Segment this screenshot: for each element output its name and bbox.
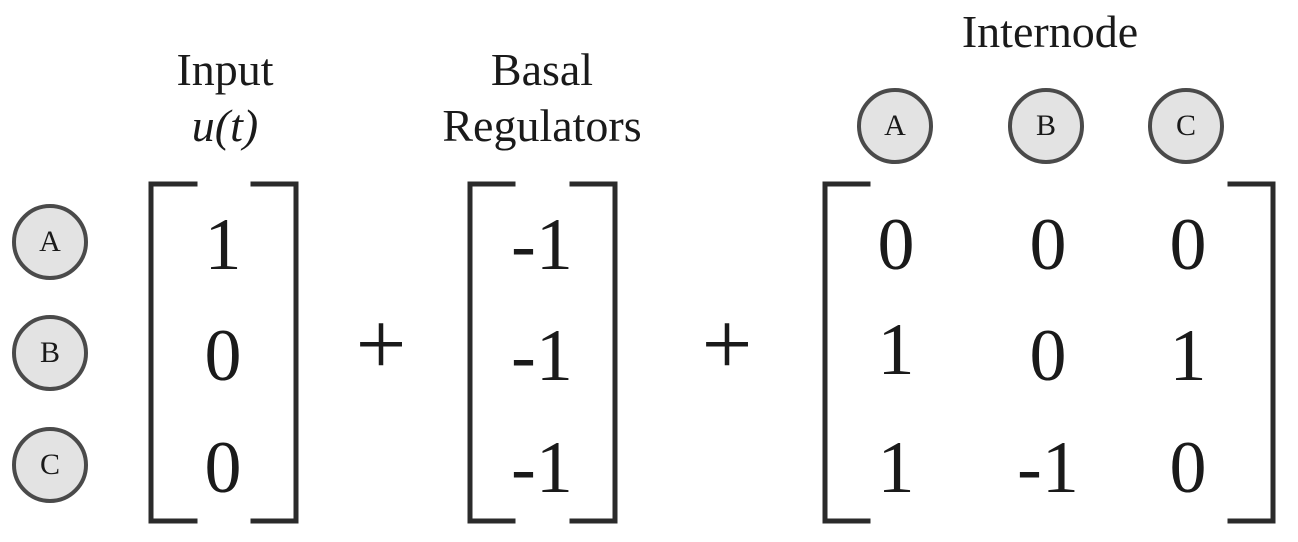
basal-cell-row-b: -1 bbox=[511, 315, 573, 397]
internode-cell-b-b: 0 bbox=[1029, 315, 1067, 397]
row-node-c-label: C bbox=[39, 448, 60, 481]
internode-cell-a-b: 0 bbox=[1029, 204, 1067, 286]
internode-cell-a-a: 0 bbox=[877, 204, 915, 286]
input-subtitle: u(t) bbox=[191, 100, 259, 151]
plus-operator-1: + bbox=[355, 295, 407, 394]
column-node-b: B bbox=[1008, 88, 1084, 164]
input-cell-row-b: 0 bbox=[204, 315, 242, 397]
column-node-c: C bbox=[1148, 88, 1224, 164]
basal-regulators-header: Basal Regulators bbox=[412, 42, 672, 154]
basal-right-bracket bbox=[569, 181, 618, 524]
input-cell-row-c: 0 bbox=[204, 427, 242, 509]
input-title: Input bbox=[176, 44, 274, 95]
input-left-bracket bbox=[148, 181, 198, 524]
internode-title: Internode bbox=[961, 6, 1139, 57]
row-node-a: A bbox=[12, 204, 88, 280]
internode-cell-b-c: 1 bbox=[1169, 315, 1207, 397]
internode-cell-c-a: 1 bbox=[877, 427, 915, 509]
basal-cell-row-a: -1 bbox=[511, 204, 573, 286]
row-node-b-label: B bbox=[39, 336, 60, 369]
basal-title-line2: Regulators bbox=[442, 100, 642, 151]
internode-cell-b-a: 1 bbox=[877, 309, 915, 391]
internode-cell-c-b: -1 bbox=[1017, 427, 1079, 509]
internode-right-bracket bbox=[1227, 181, 1276, 524]
column-node-a: A bbox=[857, 88, 933, 164]
basal-cell-row-c: -1 bbox=[511, 427, 573, 509]
basal-left-bracket bbox=[467, 181, 516, 524]
row-node-b: B bbox=[12, 315, 88, 391]
internode-left-bracket bbox=[822, 181, 871, 524]
column-node-b-label: B bbox=[1035, 109, 1056, 142]
row-node-a-label: A bbox=[39, 225, 61, 258]
column-node-a-label: A bbox=[884, 109, 906, 142]
row-node-c: C bbox=[12, 427, 88, 503]
column-node-c-label: C bbox=[1175, 109, 1196, 142]
internode-header: Internode bbox=[930, 4, 1170, 60]
basal-title-line1: Basal bbox=[490, 44, 594, 95]
input-cell-row-a: 1 bbox=[204, 204, 242, 286]
input-header: Input u(t) bbox=[145, 42, 305, 154]
plus-operator-2: + bbox=[701, 295, 753, 394]
internode-cell-a-c: 0 bbox=[1169, 204, 1207, 286]
input-right-bracket bbox=[250, 181, 299, 524]
internode-cell-c-c: 0 bbox=[1169, 427, 1207, 509]
